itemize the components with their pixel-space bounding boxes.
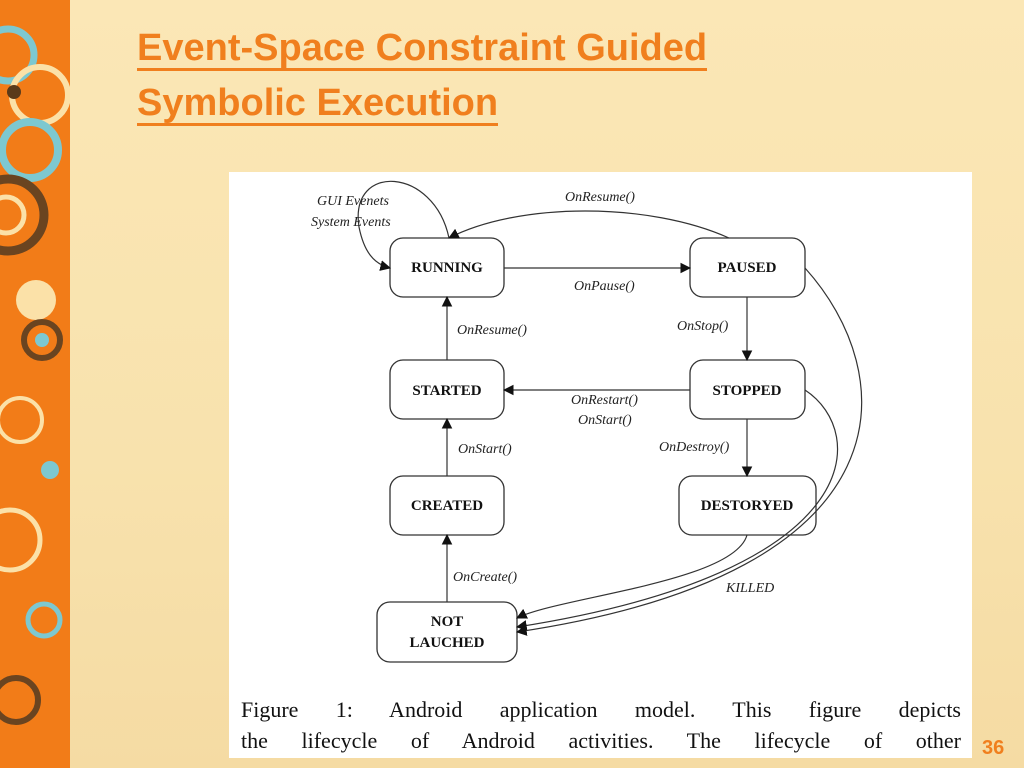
figure-caption-line-1: Figure 1: Android application model. Thi… (241, 697, 961, 722)
label-killed: KILLED (725, 581, 774, 596)
label-on-pause: OnPause() (574, 279, 635, 294)
figure-caption: Figure 1: Android application model. Thi… (241, 694, 961, 756)
edge-paused-killed (515, 267, 863, 636)
edge-on-resume-top (448, 210, 730, 239)
label-on-start-left: OnStart() (458, 442, 512, 457)
label-on-stop: OnStop() (677, 319, 729, 334)
slide-title: Event-Space Constraint Guided Symbolic E… (137, 24, 708, 134)
label-on-resume-left: OnResume() (457, 323, 527, 338)
state-started-label: STARTED (412, 383, 481, 399)
state-paused-label: PAUSED (718, 260, 777, 276)
lifecycle-figure: RUNNING PAUSED STARTED STOPPED CREATED D… (229, 172, 972, 758)
figure-caption-line-2: the lifecycle of Android activities. The… (241, 728, 961, 753)
edge-destroyed-to-not-launched (516, 534, 748, 619)
state-not-launched-label-2: LAUCHED (409, 635, 484, 651)
label-on-destroy: OnDestroy() (659, 440, 730, 455)
edge-gui-events-loop (357, 180, 450, 271)
state-destroyed-label: DESTORYED (701, 498, 794, 514)
decorative-circles-icon (0, 25, 70, 725)
state-not-launched: NOT LAUCHED (376, 601, 518, 663)
slide-title-line-2: Symbolic Execution (137, 82, 499, 126)
label-gui-events: GUI Evenets (317, 194, 389, 209)
state-stopped: STOPPED (689, 359, 806, 420)
state-started: STARTED (389, 359, 505, 420)
label-on-restart: OnRestart() (571, 393, 638, 408)
slide-title-line-1: Event-Space Constraint Guided (137, 27, 708, 71)
label-on-resume-top: OnResume() (565, 190, 635, 205)
label-on-create: OnCreate() (453, 570, 517, 585)
lifecycle-diagram: RUNNING PAUSED STARTED STOPPED CREATED D… (311, 180, 863, 663)
state-stopped-label: STOPPED (713, 383, 782, 399)
state-running-label: RUNNING (411, 260, 483, 276)
state-created: CREATED (389, 475, 505, 536)
state-paused: PAUSED (689, 237, 806, 298)
label-on-start-mid: OnStart() (578, 413, 632, 428)
label-system-events: System Events (311, 215, 391, 230)
state-running: RUNNING (389, 237, 505, 298)
state-not-launched-label-1: NOT (431, 614, 464, 630)
state-created-label: CREATED (411, 498, 483, 514)
edge-stopped-killed (515, 389, 839, 631)
decorative-band (0, 0, 70, 768)
page-number: 36 (982, 737, 1005, 759)
